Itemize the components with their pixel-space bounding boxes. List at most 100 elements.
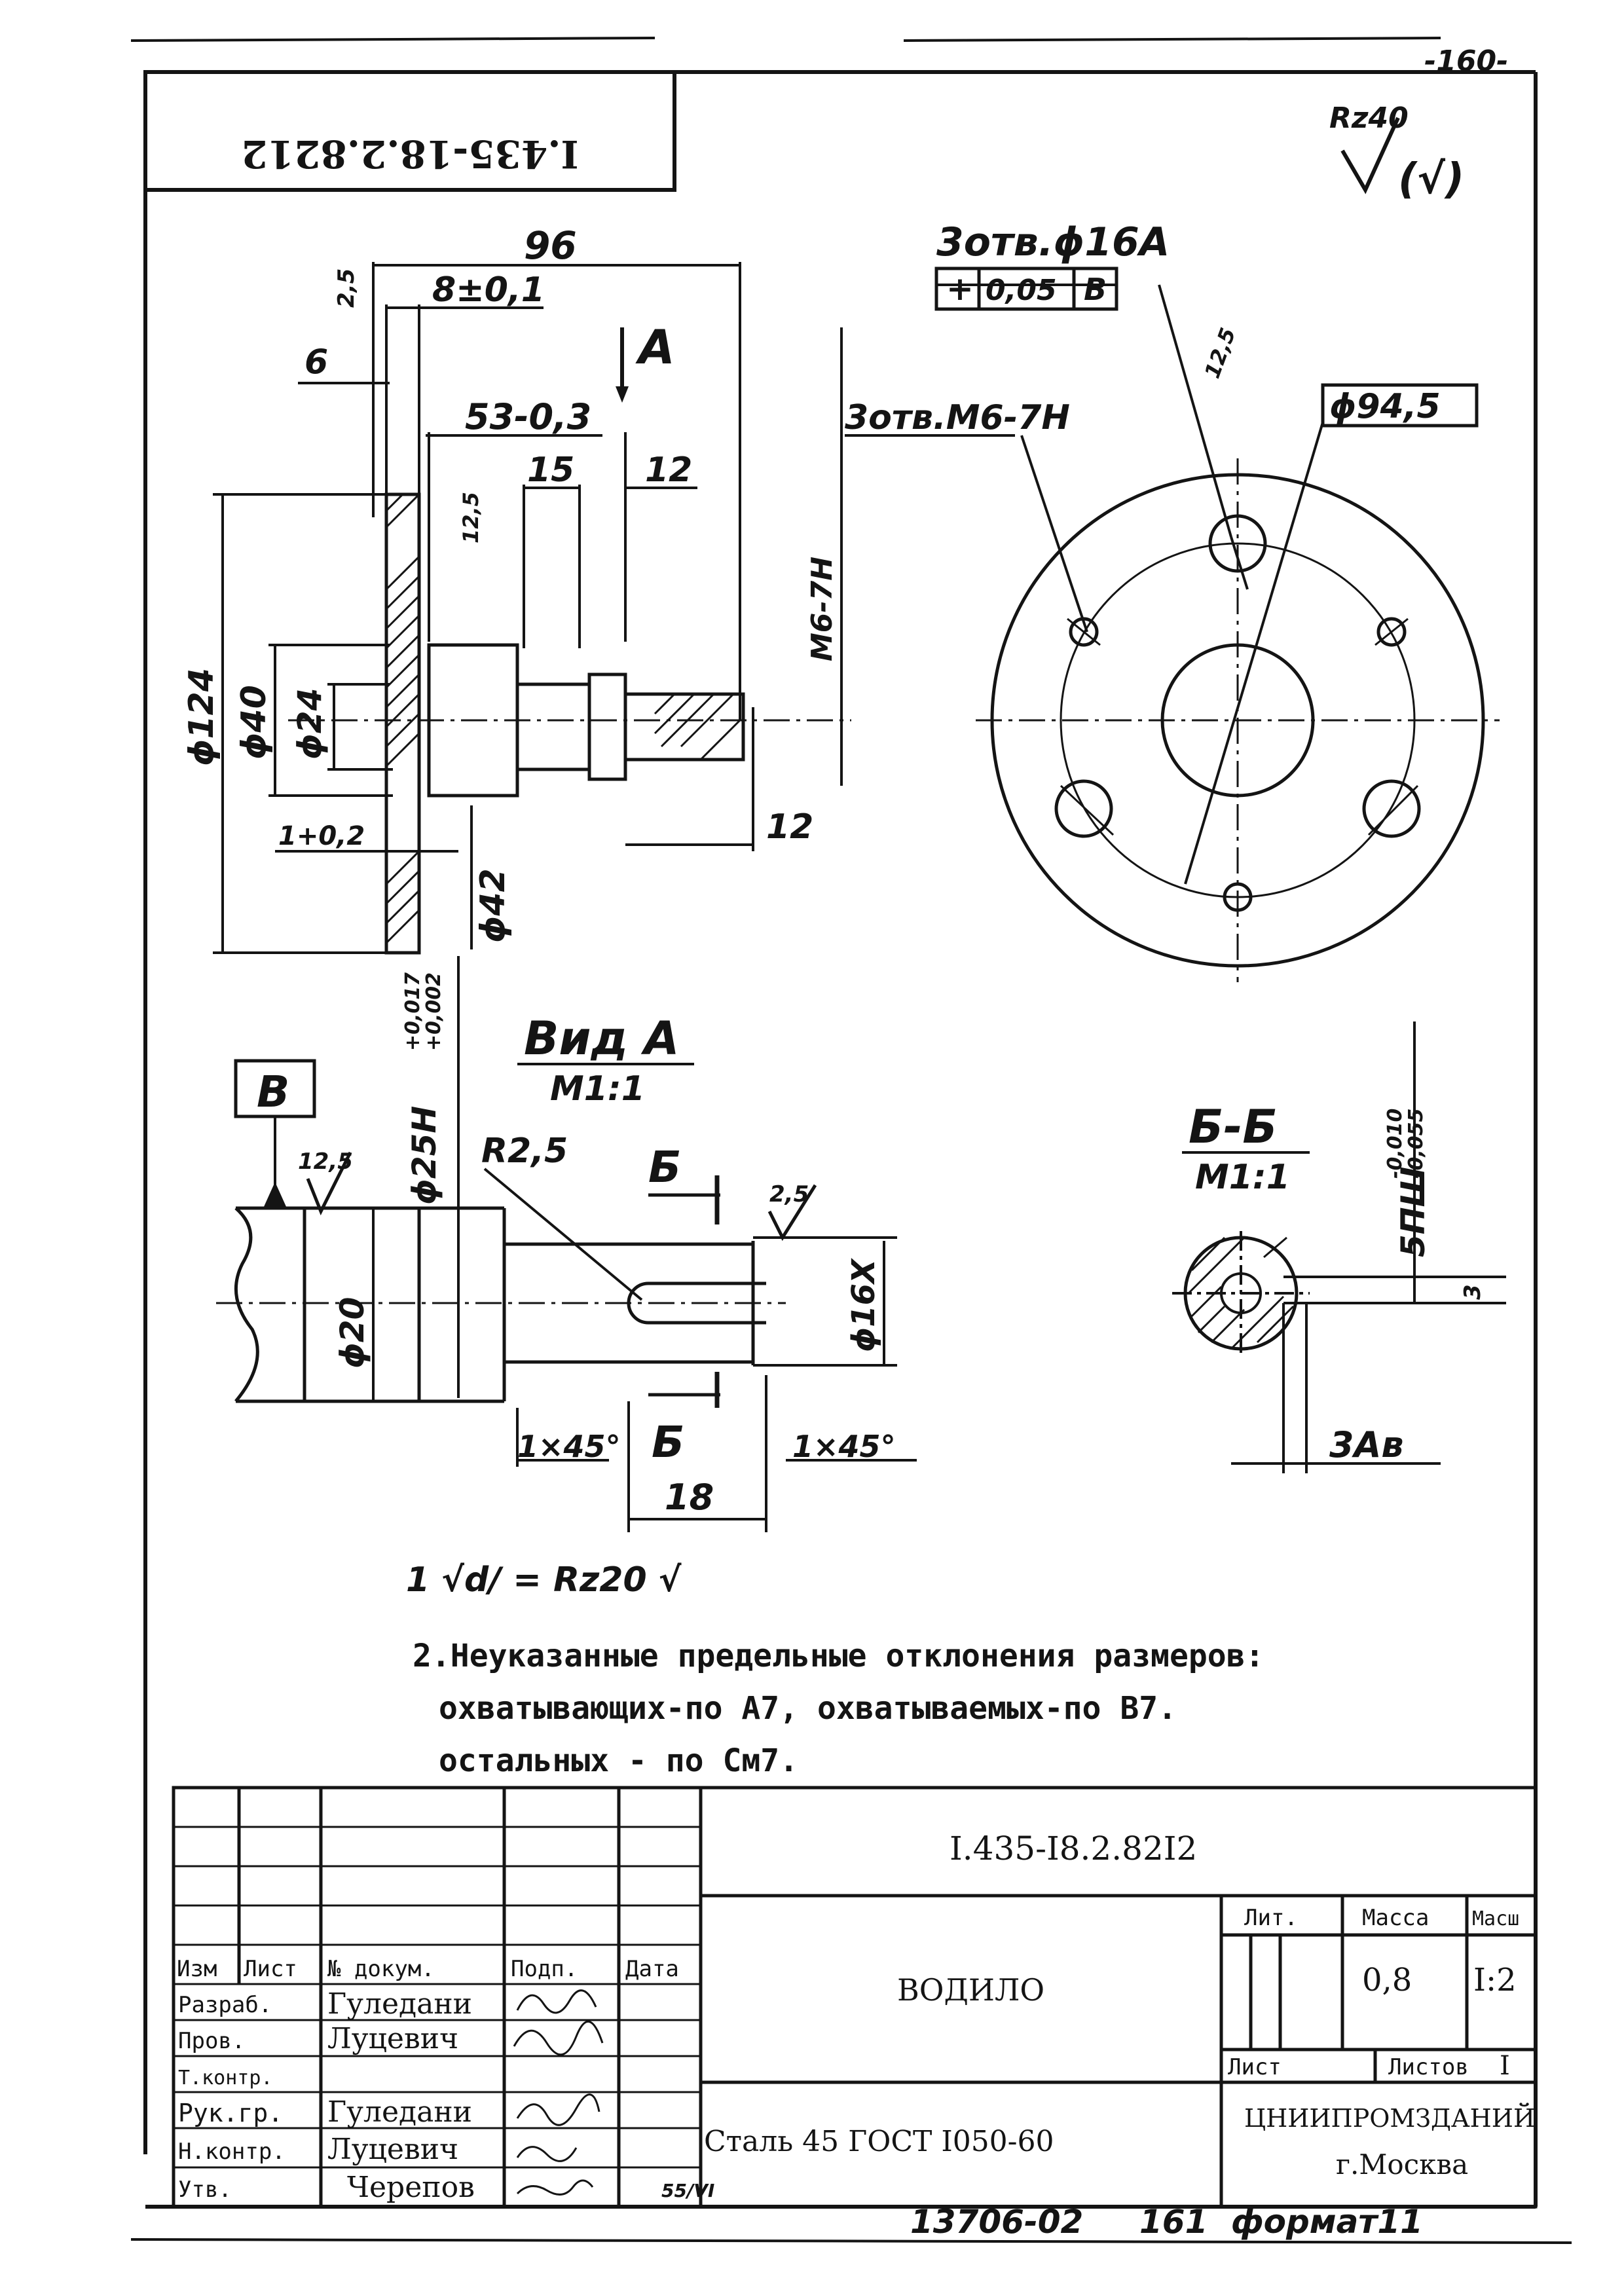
holes-m6-label: 3отв.M6-7H <box>845 398 1070 437</box>
tb-sheet-label: Лист <box>1228 2054 1282 2080</box>
dim-1-02: 1+0,2 <box>278 821 365 851</box>
tolerance-symbol: + <box>946 270 974 308</box>
dim-25h: ϕ25H <box>405 1106 443 1205</box>
tb-material: Сталь 45 ГОСТ I050-60 <box>704 2125 1054 2158</box>
key-tol-lower: -0,055 <box>1405 1109 1428 1179</box>
section-scale: M1:1 <box>1195 1158 1290 1197</box>
tb-date-last: 55/VI <box>661 2180 714 2201</box>
dim-42: ϕ42 <box>473 868 513 943</box>
dim-20: ϕ20 <box>333 1297 371 1369</box>
stamp-bottom: 13706-02 <box>910 2203 1083 2241</box>
rough-125-view-a: 12,5 <box>1200 325 1241 382</box>
thread-main: M6-7H <box>805 557 839 661</box>
key-depth: 3 <box>1460 1284 1486 1300</box>
chamfer-right: 1×45° <box>792 1429 896 1464</box>
dim-12-top: 12 <box>645 451 692 490</box>
dim-124: ϕ124 <box>182 668 221 766</box>
dim-15: 15 <box>527 451 574 490</box>
outer-trim-lines <box>130 37 1572 2244</box>
view-a: 3отв.ϕ16A + 0,05 B 12,5 3отв.M6-7H ϕ94,5 <box>845 219 1500 982</box>
main-view: 96 8±0,1 6 53-0,3 15 12 12 A 2,5 12,5 ϕ1… <box>182 223 851 955</box>
roughness-value: Rz40 <box>1329 101 1409 135</box>
tb-role-3: Рук.гр. <box>178 2099 283 2127</box>
tb-sheets-label: Листов <box>1388 2054 1469 2080</box>
title-block: Изм Лист № докум. Подп. Дата Разраб. Гул… <box>172 1786 1538 2209</box>
dim-40: ϕ40 <box>234 685 274 760</box>
tb-org: ЦНИИПРОМЗДАНИЙ <box>1244 2103 1535 2133</box>
dim-53: 53-0,3 <box>465 396 591 437</box>
tb-part-name: ВОДИЛО <box>897 1972 1044 2008</box>
tb-name-4: Луцевич <box>327 2133 458 2166</box>
tb-mass: 0,8 <box>1362 1962 1412 1998</box>
notes: 1 √d/ = Rz20 √ 2.Неуказанные предельные … <box>406 1560 1264 1779</box>
note-rough-symbol: 1 √d/ = Rz20 √ <box>406 1560 682 1600</box>
general-roughness: Rz40 (√) <box>1329 101 1464 204</box>
roughness-paren: (√) <box>1398 155 1464 204</box>
page-number: -160- <box>1424 45 1508 78</box>
dim-face: 6 <box>304 342 328 382</box>
key-width: 5ПШ <box>1394 1167 1432 1257</box>
dim-3: 3Aв <box>1329 1424 1404 1465</box>
dim-overall: 96 <box>524 223 577 268</box>
tb-header-list: Лист <box>244 1956 297 1982</box>
section-title: Б-Б <box>1189 1100 1278 1154</box>
rough-125-detail: 12,5 <box>298 1149 353 1175</box>
tb-header-doc: № докум. <box>327 1956 435 1982</box>
rotated-doc-code: I.435-18.2.8212 <box>241 132 578 176</box>
tb-name-1: Луцевич <box>327 2022 458 2055</box>
stamp-number: 161 <box>1139 2203 1208 2241</box>
dim-945: ϕ94,5 <box>1329 387 1441 426</box>
tolerance-frame: + 0,05 B <box>934 267 1118 311</box>
datum-label: B <box>257 1067 289 1117</box>
dim-12-bottom: 12 <box>766 807 813 847</box>
chamfer-left: 1×45° <box>517 1429 621 1464</box>
tb-role-5: Утв. <box>178 2177 232 2203</box>
section-bb: Б-Б M1:1 5ПШ -0,010 -0,055 3 3Aв <box>1172 1021 1506 1473</box>
tb-role-1: Пров. <box>178 2028 245 2054</box>
detail-scale: M1:1 <box>550 1069 645 1109</box>
note-line-3: остальных - по Cм7. <box>439 1742 798 1779</box>
tb-sheets: I <box>1500 2051 1510 2081</box>
section-label-top: Б <box>648 1142 681 1192</box>
tb-doc-code: I.435-I8.2.82I2 <box>950 1830 1197 1868</box>
tb-scale: I:2 <box>1473 1962 1517 1998</box>
dim-945-box: ϕ94,5 <box>1321 383 1479 428</box>
detail-view: Вид A M1:1 B 12,5 <box>216 956 917 1532</box>
format-label: формат11 <box>1231 2203 1423 2241</box>
tb-name-0: Гуледани <box>327 1987 472 2021</box>
section-mark-a: A <box>635 320 675 375</box>
tb-role-0: Разраб. <box>178 1992 272 2018</box>
dim-24: ϕ24 <box>291 688 329 760</box>
tb-name-3: Гуледани <box>327 2095 472 2129</box>
key-tol-upper: -0,010 <box>1384 1109 1407 1179</box>
tb-role-4: Н.контр. <box>178 2139 286 2165</box>
dim-18: 18 <box>665 1477 714 1518</box>
tb-mass-label: Масса <box>1362 1905 1429 1931</box>
tb-header-sign: Подп. <box>511 1956 578 1982</box>
rotated-code-box: I.435-18.2.8212 <box>143 70 676 192</box>
dim-16x: ϕ16X <box>845 1258 882 1352</box>
tolerance-value: 0,05 <box>986 274 1057 307</box>
signatures <box>513 1989 604 2196</box>
tb-role-2: Т.контр. <box>178 2067 273 2089</box>
tb-header-date: Дата <box>625 1956 679 1982</box>
note-line-1: 2.Неуказанные предельные отклонения разм… <box>413 1638 1264 1674</box>
bottom-stamps: 13706-02 161 формат11 <box>910 2203 1423 2241</box>
rough-125-main: 12,5 <box>458 492 483 543</box>
dim-25h-tol-upper: +0,017 <box>401 972 424 1051</box>
tb-scale-label: Масш <box>1472 1907 1519 1930</box>
tolerance-datum: B <box>1084 272 1107 307</box>
note-line-2: охватывающих-по A7, охватываемых-по B7. <box>439 1690 1177 1727</box>
tb-name-5: Черепов <box>347 2171 475 2204</box>
radius-label: R2,5 <box>481 1132 568 1171</box>
detail-title: Вид A <box>524 1012 679 1065</box>
dim-flange: 8±0,1 <box>432 270 545 310</box>
rough-25-main: 2,5 <box>333 268 360 308</box>
tb-lit-label: Лит. <box>1244 1905 1298 1931</box>
tb-city: г.Москва <box>1336 2148 1468 2181</box>
holes-16-label: 3отв.ϕ16A <box>936 219 1170 265</box>
tb-header-izm: Изм <box>177 1956 217 1982</box>
dim-25h-tol-lower: +0,002 <box>422 972 445 1051</box>
section-label-bottom: Б <box>652 1417 684 1467</box>
